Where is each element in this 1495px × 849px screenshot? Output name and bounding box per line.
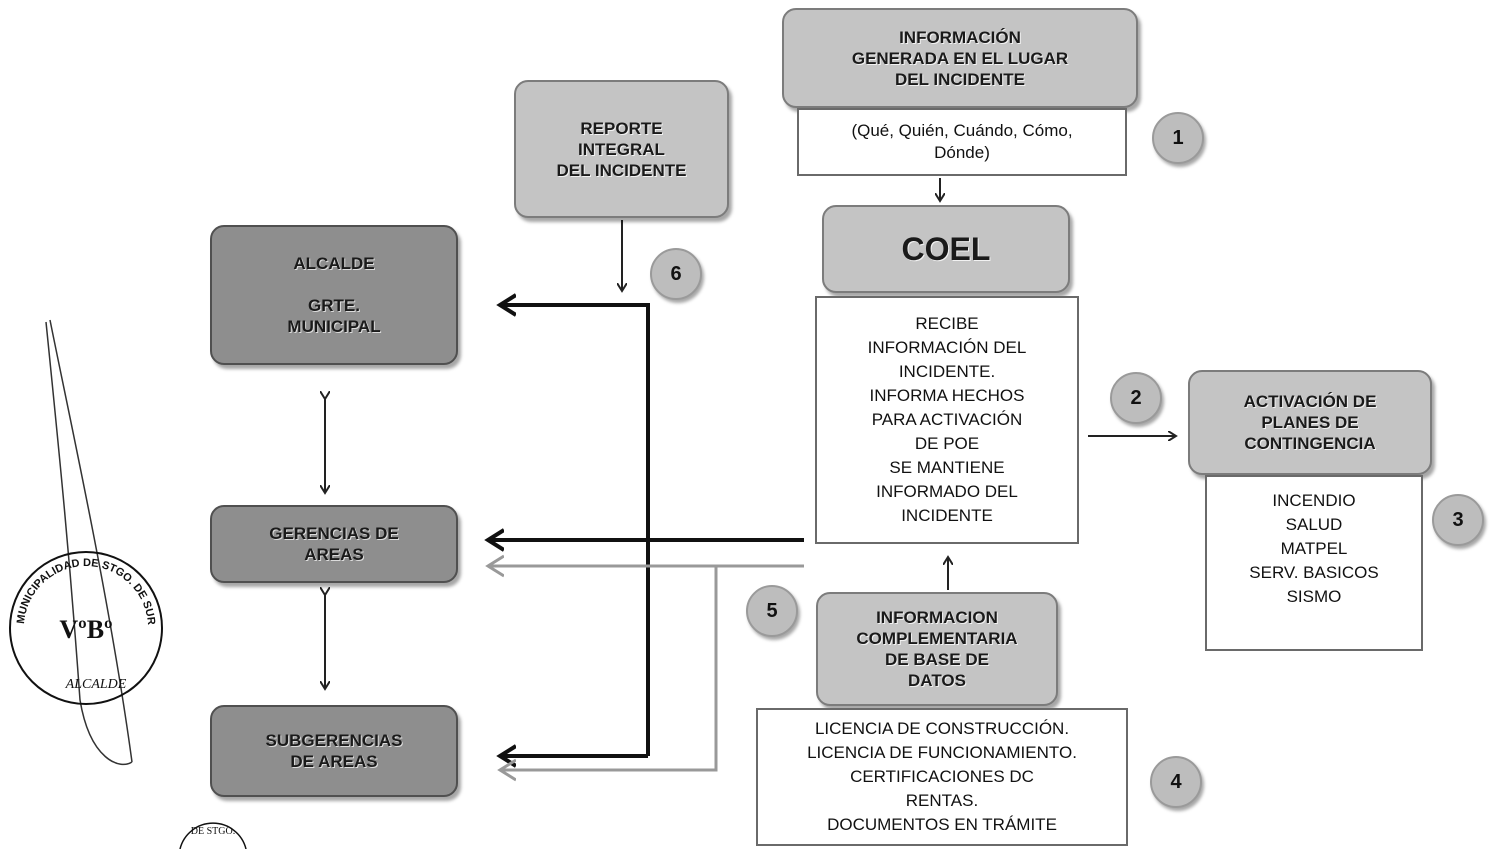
stamp-ring-text: MUNICIPALIDAD DE STGO. DE SURCO [6,548,157,626]
coel-box: COEL [822,205,1070,293]
stamp-bottom-text: ALCALDE [65,677,127,692]
svg-text:MUNICIPALIDAD DE STGO. DE SURC: MUNICIPALIDAD DE STGO. DE SURCO [6,548,157,626]
step-3-badge: 3 [1432,494,1484,546]
gerencias-label: GERENCIAS DE AREAS [269,524,399,564]
step-5-badge: 5 [746,585,798,637]
activacion-detail-box: INCENDIO SALUD MATPEL SERV. BASICOS SISM… [1205,475,1423,651]
partial-stamp-text: DE STGO. [191,826,235,837]
complementaria-detail-box: LICENCIA DE CONSTRUCCIÓN. LICENCIA DE FU… [756,708,1128,846]
subgerencias-label: SUBGERENCIAS DE AREAS [265,731,403,771]
coel-detail-box: RECIBE INFORMACIÓN DEL INCIDENTE. INFORM… [815,296,1079,544]
alcalde-box: ALCALDE GRTE. MUNICIPAL [210,225,458,365]
step-4-badge: 4 [1150,756,1202,808]
info-lugar-label: INFORMACIÓN GENERADA EN EL LUGAR DEL INC… [851,27,1069,89]
complementaria-detail: LICENCIA DE CONSTRUCCIÓN. LICENCIA DE FU… [807,719,1077,834]
step-1-label: 1 [1172,126,1184,149]
arrow-to-alcalde [500,305,650,756]
info-lugar-detail: (Qué, Quién, Cuándo, Cómo, Dónde) [851,121,1073,162]
municipal-stamp: MUNICIPALIDAD DE STGO. DE SURCO VºBº ALC… [6,548,163,705]
step-1-badge: 1 [1152,112,1204,164]
complementaria-label: INFORMACION COMPLEMENTARIA DE BASE DE DA… [856,608,1018,690]
reporte-label: REPORTE INTEGRAL DEL INCIDENTE [556,118,687,180]
coel-label: COEL [901,231,991,267]
activacion-detail: INCENDIO SALUD MATPEL SERV. BASICOS SISM… [1249,491,1379,606]
step-4-label: 4 [1170,770,1182,793]
partial-stamp: DE STGO. [179,822,247,849]
coel-detail: RECIBE INFORMACIÓN DEL INCIDENTE. INFORM… [867,314,1027,525]
stamp-center-text: VºBº [59,615,112,644]
step-5-label: 5 [766,599,778,622]
info-lugar-detail-box: (Qué, Quién, Cuándo, Cómo, Dónde) [797,108,1127,176]
subgerencias-box: SUBGERENCIAS DE AREAS [210,705,458,797]
reporte-box: REPORTE INTEGRAL DEL INCIDENTE [514,80,729,218]
step-2-badge: 2 [1110,372,1162,424]
complementaria-box: INFORMACION COMPLEMENTARIA DE BASE DE DA… [816,592,1058,706]
alcalde-label: ALCALDE GRTE. MUNICIPAL [287,254,381,336]
gerencias-box: GERENCIAS DE AREAS [210,505,458,583]
step-6-badge: 6 [650,248,702,300]
step-3-label: 3 [1452,508,1464,531]
activacion-box: ACTIVACIÓN DE PLANES DE CONTINGENCIA [1188,370,1432,475]
arrow-gray-to-subgerencias [500,566,718,770]
activacion-label: ACTIVACIÓN DE PLANES DE CONTINGENCIA [1243,392,1377,453]
info-lugar-box: INFORMACIÓN GENERADA EN EL LUGAR DEL INC… [782,8,1138,108]
step-2-label: 2 [1130,386,1142,409]
step-6-label: 6 [670,262,682,285]
